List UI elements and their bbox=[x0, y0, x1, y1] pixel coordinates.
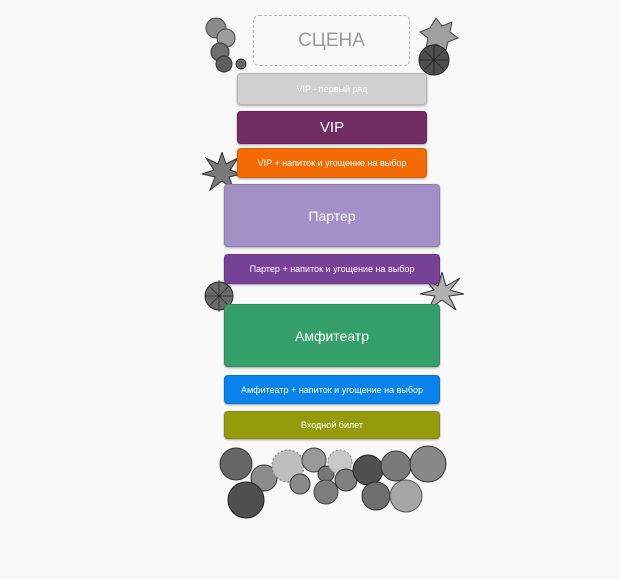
zone-vip-first-row[interactable]: VIP - первый ряд bbox=[237, 73, 427, 105]
zone-parter[interactable]: Партер bbox=[224, 184, 440, 247]
zone-vip[interactable]: VIP bbox=[237, 111, 427, 144]
plant-decoration-lower-left-icon bbox=[204, 280, 234, 312]
zone-amphitheatre-plus[interactable]: Амфитеатр + напиток и угощение на выбор bbox=[224, 375, 440, 404]
zone-vip-plus[interactable]: VIP + напиток и угощение на выбор bbox=[237, 148, 427, 178]
stage-label: СЦЕНА bbox=[298, 29, 365, 51]
zone-label: VIP - первый ряд bbox=[296, 84, 368, 94]
plant-decoration-top-left-icon bbox=[205, 17, 247, 73]
plant-decoration-mid-left-icon bbox=[202, 152, 242, 192]
zone-amphitheatre[interactable]: Амфитеатр bbox=[224, 304, 440, 367]
zone-label: Входной билет bbox=[300, 420, 364, 430]
stage: СЦЕНА bbox=[253, 15, 410, 66]
zone-label: Партер + напиток и угощение на выбор bbox=[249, 264, 415, 274]
zone-parter-plus[interactable]: Партер + напиток и угощение на выбор bbox=[224, 254, 440, 284]
zone-label: VIP + напиток и угощение на выбор bbox=[257, 158, 407, 168]
zone-entrance[interactable]: Входной билет bbox=[224, 411, 440, 439]
zone-label: Партер bbox=[308, 207, 356, 224]
zone-label: Амфитеатр bbox=[294, 327, 370, 344]
zone-label: VIP bbox=[319, 119, 345, 136]
zone-label: Амфитеатр + напиток и угощение на выбор bbox=[240, 384, 423, 395]
plant-decoration-top-right-icon bbox=[418, 17, 460, 76]
plant-decoration-bottom-icon bbox=[219, 445, 447, 519]
